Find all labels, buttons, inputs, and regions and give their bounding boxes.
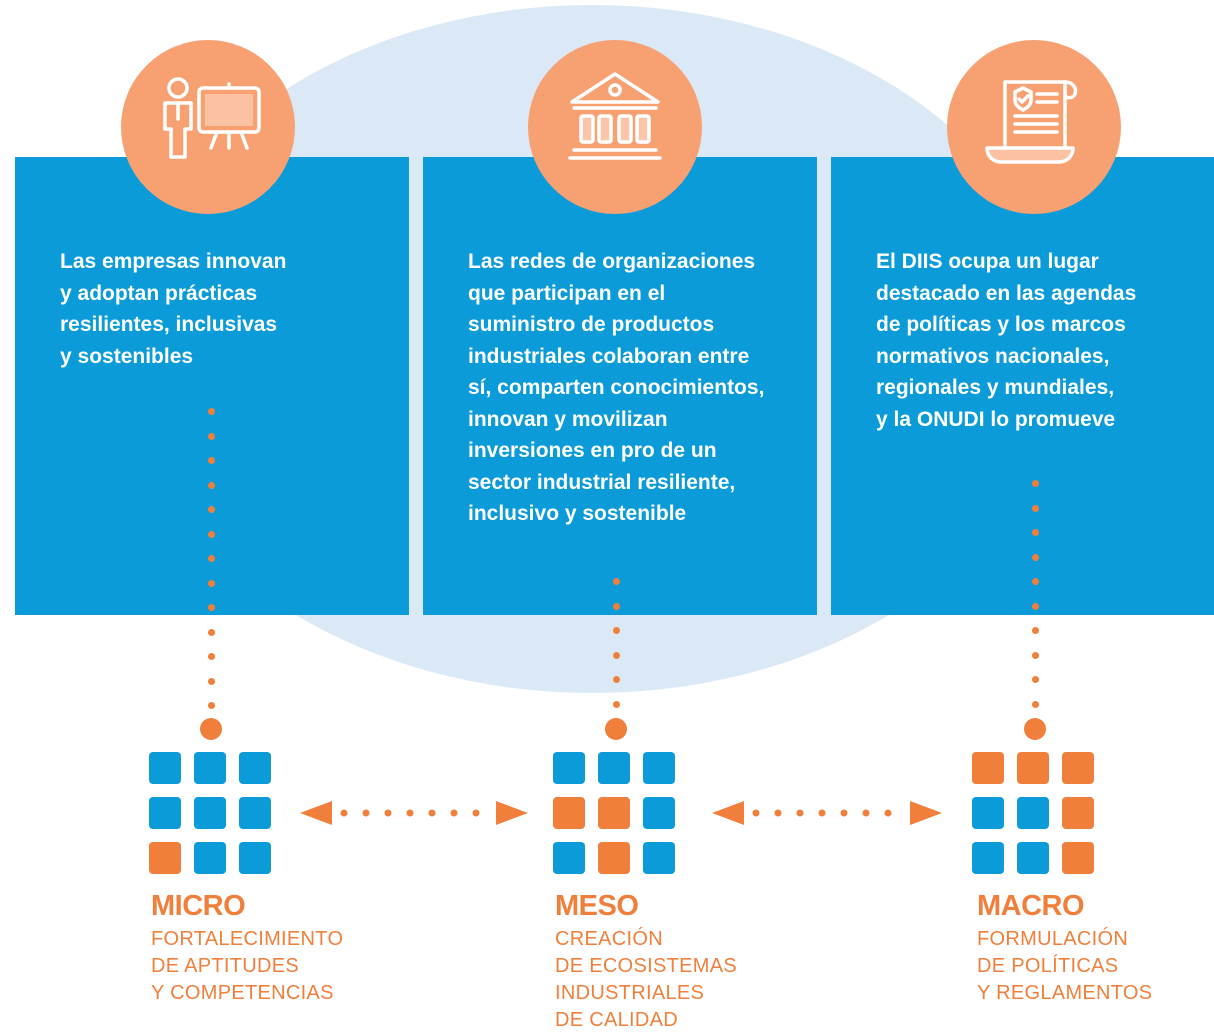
grid-square — [149, 842, 181, 874]
grid-square — [643, 797, 675, 829]
connector-dot — [613, 652, 620, 659]
grid-square — [553, 842, 585, 874]
connector-dot — [1032, 676, 1039, 683]
connector-dot — [208, 555, 215, 562]
connector-dot — [208, 678, 215, 685]
connector-dot — [1032, 554, 1039, 561]
level-label-macro: MACRO — [977, 890, 1085, 922]
level-label-micro: MICRO — [151, 890, 246, 922]
connector-dot — [1032, 480, 1039, 487]
level-label-meso: MESO — [555, 890, 639, 922]
grid-square — [1017, 842, 1049, 874]
connector-dot — [1032, 505, 1039, 512]
grid-square — [1062, 797, 1094, 829]
connector-dot — [208, 629, 215, 636]
micro-meso-arrow — [300, 801, 528, 825]
panel-macro — [831, 157, 1214, 615]
institution-building-icon — [528, 40, 702, 214]
connector-dot — [613, 676, 620, 683]
connector-dot — [208, 457, 215, 464]
grid-square — [1062, 842, 1094, 874]
micro-connector-dot — [200, 718, 222, 740]
meso-macro-arrow — [712, 801, 942, 825]
connector-dot — [1032, 652, 1039, 659]
connector-dot — [1032, 603, 1039, 610]
grid-square — [239, 752, 271, 784]
connector-dot — [208, 653, 215, 660]
grid-square — [643, 842, 675, 874]
grid-square — [598, 842, 630, 874]
sublabel-micro: FORTALECIMIENTO DE APTITUDES Y COMPETENC… — [151, 928, 344, 1004]
connector-dot — [1032, 627, 1039, 634]
grid-square — [553, 752, 585, 784]
grid-square — [149, 797, 181, 829]
meso-grid-icon — [553, 752, 677, 876]
connector-dot — [1032, 701, 1039, 708]
grid-square — [194, 752, 226, 784]
connector-dot — [208, 408, 215, 415]
grid-square — [643, 752, 675, 784]
grid-square — [1017, 797, 1049, 829]
grid-square — [149, 752, 181, 784]
grid-square — [1062, 752, 1094, 784]
presenter-board-icon — [121, 40, 295, 214]
grid-square — [194, 842, 226, 874]
micro-grid-icon — [149, 752, 273, 876]
sublabel-meso: CREACIÓN DE ECOSISTEMAS INDUSTRIALES DE … — [555, 928, 738, 1031]
grid-square — [598, 797, 630, 829]
connector-dot — [208, 702, 215, 709]
panel-text-macro: El DIIS ocupa un lugar destacado en las … — [876, 250, 1137, 431]
macro-grid-icon — [972, 752, 1096, 876]
grid-square — [553, 797, 585, 829]
connector-dot — [208, 482, 215, 489]
connector-dot — [613, 627, 620, 634]
grid-square — [194, 797, 226, 829]
panel-text-micro: Las empresas innovan y adoptan prácticas… — [60, 250, 287, 368]
connector-dot — [208, 506, 215, 513]
connector-dot — [613, 578, 620, 585]
meso-connector-dot — [605, 718, 627, 740]
connector-dot — [208, 531, 215, 538]
policy-scroll-icon — [947, 40, 1121, 214]
connector-dot — [613, 603, 620, 610]
grid-square — [1017, 752, 1049, 784]
connector-dot — [613, 701, 620, 708]
connector-dot — [208, 433, 215, 440]
sublabel-macro: FORMULACIÓN DE POLÍTICAS Y REGLAMENTOS — [977, 928, 1153, 1004]
panel-micro — [15, 157, 409, 615]
connector-dot — [1032, 529, 1039, 536]
grid-square — [972, 842, 1004, 874]
grid-square — [598, 752, 630, 784]
panel-meso — [423, 157, 817, 615]
connector-dot — [1032, 578, 1039, 585]
grid-square — [239, 842, 271, 874]
connector-dot — [208, 604, 215, 611]
grid-square — [972, 752, 1004, 784]
macro-connector-dot — [1024, 718, 1046, 740]
panel-text-meso: Las redes de organizaciones que particip… — [468, 250, 765, 525]
grid-square — [972, 797, 1004, 829]
connector-dot — [208, 580, 215, 587]
grid-square — [239, 797, 271, 829]
